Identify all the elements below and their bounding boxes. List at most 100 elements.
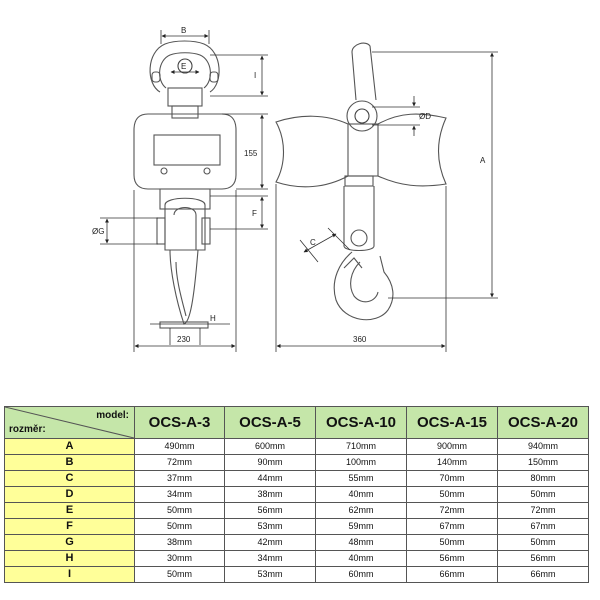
- table-cell: 53mm: [224, 518, 316, 535]
- table-cell: 150mm: [497, 454, 589, 471]
- table-cell: 140mm: [406, 454, 498, 471]
- front-button-left: [160, 167, 168, 175]
- model-header: OCS-A-5: [224, 406, 316, 439]
- label-155: 155: [244, 149, 258, 158]
- table-cell: 50mm: [406, 486, 498, 503]
- table-row: E 50mm 56mm 62mm 72mm 72mm: [4, 502, 589, 519]
- table-cell: 37mm: [134, 470, 225, 487]
- table-cell: 55mm: [315, 470, 407, 487]
- table-cell: 59mm: [315, 518, 407, 535]
- model-header: OCS-A-3: [134, 406, 225, 439]
- table-cell: 38mm: [134, 534, 225, 551]
- row-label: D: [4, 486, 135, 503]
- table-cell: 50mm: [406, 534, 498, 551]
- table-cell: 40mm: [315, 486, 407, 503]
- side-view: [275, 42, 447, 321]
- table-cell: 50mm: [497, 486, 589, 503]
- row-label: I: [4, 566, 135, 583]
- table-cell: 490mm: [134, 438, 225, 455]
- front-display: [153, 134, 221, 166]
- table-row: F 50mm 53mm 59mm 67mm 67mm: [4, 518, 589, 535]
- label-230: 230: [177, 335, 191, 344]
- table-cell: 100mm: [315, 454, 407, 471]
- table-cell: 40mm: [315, 550, 407, 567]
- table-cell: 66mm: [497, 566, 589, 583]
- table-cell: 900mm: [406, 438, 498, 455]
- side-hook: [333, 175, 394, 321]
- table-cell: 30mm: [134, 550, 225, 567]
- front-button-right: [203, 167, 211, 175]
- table-cell: 42mm: [224, 534, 316, 551]
- table-row: H 30mm 34mm 40mm 56mm 56mm: [4, 550, 589, 567]
- label-I: I: [254, 71, 256, 80]
- row-label: B: [4, 454, 135, 471]
- table-cell: 62mm: [315, 502, 407, 519]
- table-cell: 72mm: [497, 502, 589, 519]
- row-label: E: [4, 502, 135, 519]
- table-cell: 67mm: [497, 518, 589, 535]
- table-header-row: model: rozměr: OCS-A-3 OCS-A-5 OCS-A-10 …: [4, 406, 589, 439]
- side-dimensions: [275, 51, 498, 352]
- model-header: OCS-A-10: [315, 406, 407, 439]
- crane-scale-drawing: B E I 155 F ØG H 230 ØD A C 360: [92, 26, 498, 352]
- table-cell: 48mm: [315, 534, 407, 551]
- label-C: C: [310, 238, 316, 247]
- label-B: B: [181, 26, 186, 35]
- table-cell: 34mm: [224, 550, 316, 567]
- side-shackle: [346, 42, 378, 132]
- dimension-labels: B E I 155 F ØG H 230 ØD A C 360: [92, 26, 486, 344]
- corner-diagonal: [5, 407, 134, 438]
- table-cell: 56mm: [497, 550, 589, 567]
- label-D: ØD: [419, 112, 431, 121]
- table-cell: 56mm: [406, 550, 498, 567]
- label-G: ØG: [92, 227, 104, 236]
- table-cell: 56mm: [224, 502, 316, 519]
- table-cell: 53mm: [224, 566, 316, 583]
- table-cell: 50mm: [497, 534, 589, 551]
- table-row: B 72mm 90mm 100mm 140mm 150mm: [4, 454, 589, 471]
- table-cell: 600mm: [224, 438, 316, 455]
- front-hook: [156, 188, 211, 329]
- row-label: F: [4, 518, 135, 535]
- label-H: H: [210, 314, 216, 323]
- label-A: A: [480, 156, 486, 165]
- label-360: 360: [353, 335, 367, 344]
- table-cell: 50mm: [134, 566, 225, 583]
- front-shackle: [149, 40, 220, 119]
- table-row: A 490mm 600mm 710mm 900mm 940mm: [4, 438, 589, 455]
- model-header: OCS-A-20: [497, 406, 589, 439]
- table-cell: 710mm: [315, 438, 407, 455]
- model-header: OCS-A-15: [406, 406, 498, 439]
- table-cell: 50mm: [134, 502, 225, 519]
- table-cell: 90mm: [224, 454, 316, 471]
- table-row: D 34mm 38mm 40mm 50mm 50mm: [4, 486, 589, 503]
- corner-model-label: model:: [96, 410, 129, 421]
- front-view: [133, 40, 237, 329]
- table-row: I 50mm 53mm 60mm 66mm 66mm: [4, 566, 589, 583]
- table-cell: 940mm: [497, 438, 589, 455]
- table-cell: 66mm: [406, 566, 498, 583]
- table-cell: 70mm: [406, 470, 498, 487]
- table-cell: 50mm: [134, 518, 225, 535]
- table-cell: 38mm: [224, 486, 316, 503]
- table-cell: 72mm: [406, 502, 498, 519]
- table-row: C 37mm 44mm 55mm 70mm 80mm: [4, 470, 589, 487]
- table-cell: 72mm: [134, 454, 225, 471]
- table-cell: 44mm: [224, 470, 316, 487]
- corner-size-label: rozměr:: [9, 424, 46, 435]
- front-dimensions: [100, 30, 268, 352]
- row-label: G: [4, 534, 135, 551]
- dimension-table: model: rozměr: OCS-A-3 OCS-A-5 OCS-A-10 …: [4, 406, 589, 583]
- front-body: [133, 113, 237, 190]
- table-row: G 38mm 42mm 48mm 50mm 50mm: [4, 534, 589, 551]
- table-cell: 67mm: [406, 518, 498, 535]
- row-label: C: [4, 470, 135, 487]
- table-cell: 60mm: [315, 566, 407, 583]
- label-F: F: [252, 209, 257, 218]
- label-E: E: [181, 62, 186, 71]
- row-label: A: [4, 438, 135, 455]
- table-cell: 34mm: [134, 486, 225, 503]
- table-cell: 80mm: [497, 470, 589, 487]
- corner-cell: model: rozměr:: [4, 406, 135, 439]
- row-label: H: [4, 550, 135, 567]
